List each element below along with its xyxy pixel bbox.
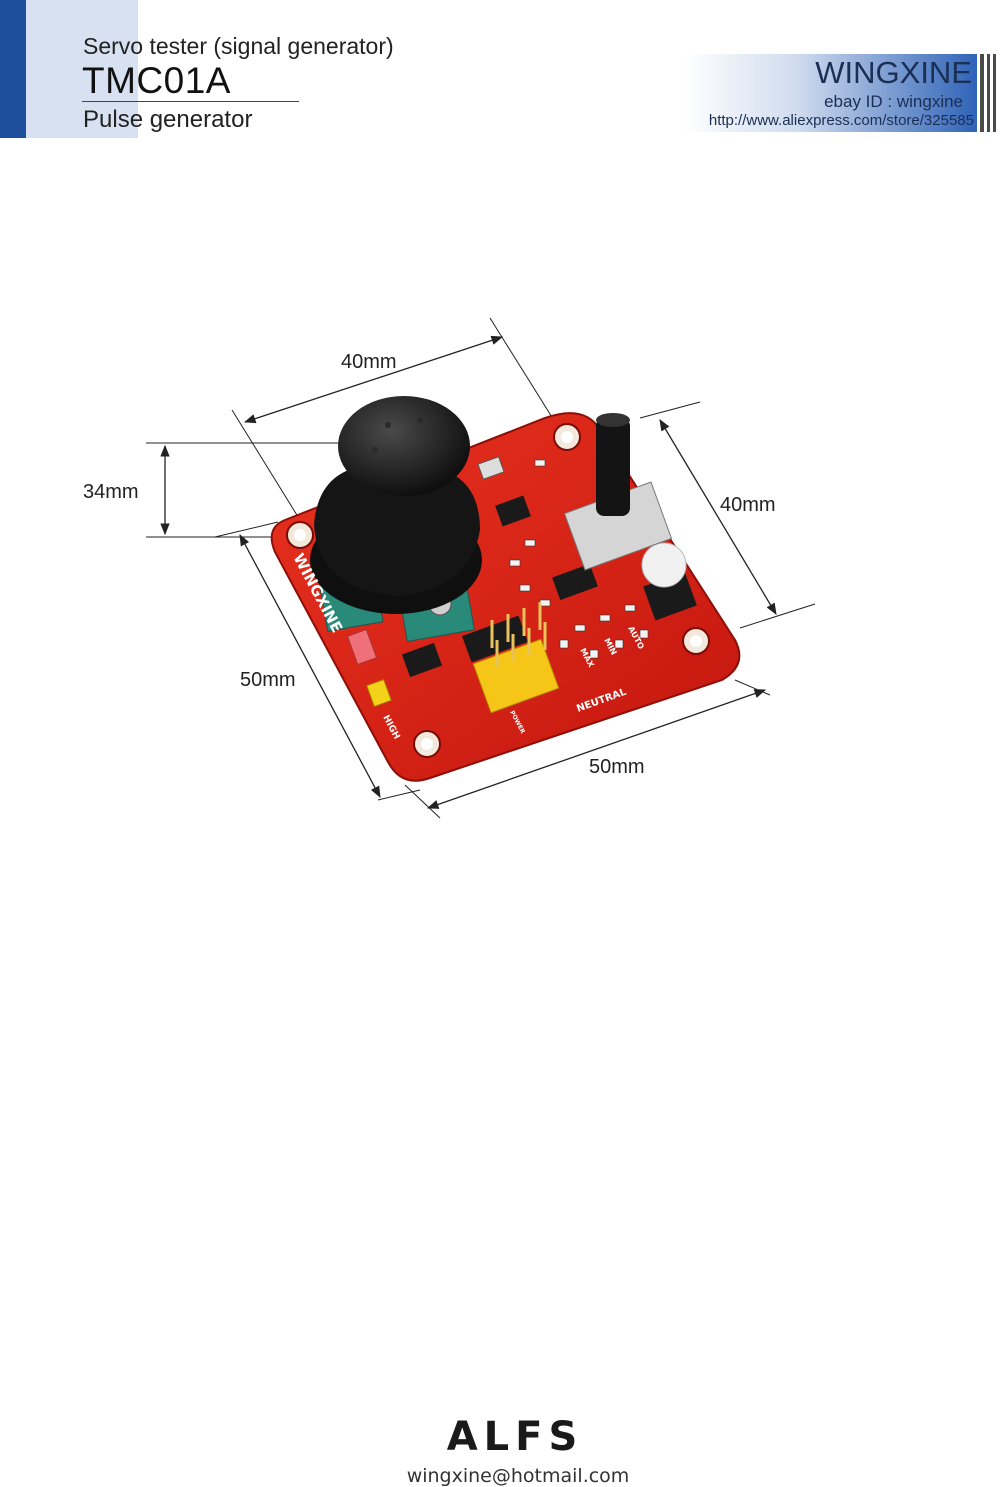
title-divider — [82, 101, 299, 102]
product-subtitle: Servo tester (signal generator) — [83, 33, 394, 59]
brand-stripes — [980, 54, 996, 132]
product-model: TMC01A — [82, 60, 231, 101]
dimension-height: 34mm — [83, 481, 139, 503]
dimension-extension-lines — [146, 317, 816, 819]
header-accent-bar — [0, 0, 26, 138]
header-accent-panel — [26, 0, 138, 138]
footer-logo: ALFS — [446, 1414, 584, 1460]
dimension-top-width: 40mm — [341, 351, 397, 373]
brand-name: WINGXINE — [815, 55, 972, 90]
product-tagline: Pulse generator — [83, 106, 253, 133]
dimension-arrows — [160, 335, 777, 809]
product-figure: WINGXINE HIGH NEUTRAL MAX MIN AUTO POWER… — [83, 317, 816, 819]
brand-store-url: http://www.aliexpress.com/store/325585 — [708, 112, 974, 129]
dimension-right-depth: 40mm — [720, 494, 776, 516]
pin-header — [472, 638, 560, 714]
footer-email: wingxine@hotmail.com — [406, 1465, 630, 1487]
dimension-left-length: 50mm — [240, 669, 296, 691]
pcb-board — [270, 396, 741, 782]
dimension-bottom-length: 50mm — [589, 756, 645, 778]
brand-ebay-id: ebay ID : wingxine — [824, 92, 963, 111]
brand-banner — [652, 54, 977, 132]
